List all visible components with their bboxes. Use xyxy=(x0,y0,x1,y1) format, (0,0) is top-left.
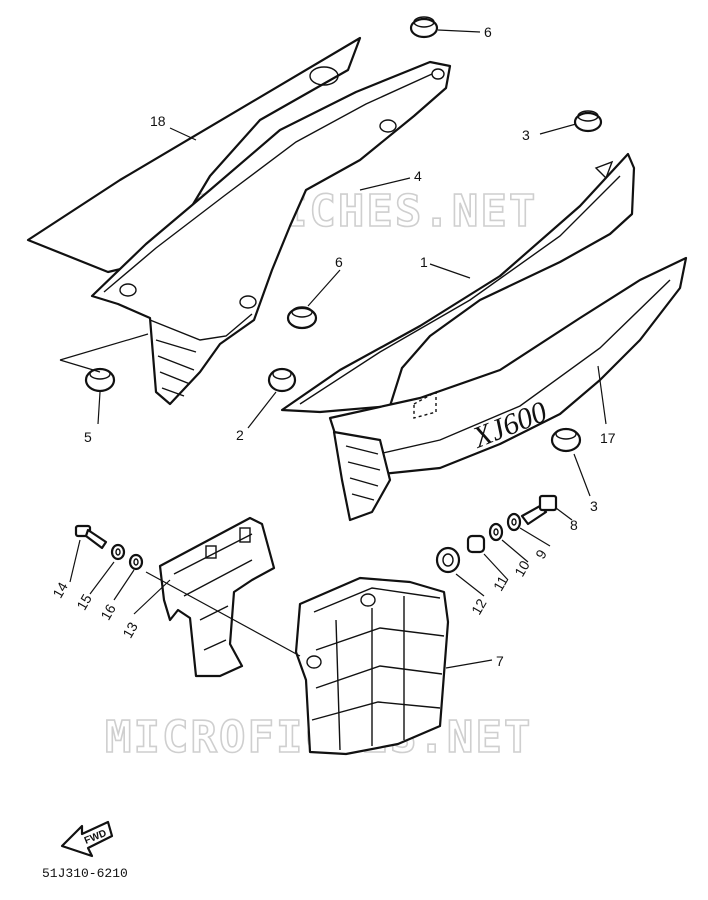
mounting-bracket xyxy=(158,516,276,678)
collar-small xyxy=(466,534,486,554)
callout-label: 1 xyxy=(420,254,428,270)
callout-label: 18 xyxy=(150,113,166,129)
grommet-right-bottom xyxy=(550,427,582,453)
callout-label: 11 xyxy=(490,573,511,594)
callout-label: 7 xyxy=(496,653,504,669)
callout-label: 16 xyxy=(97,601,119,623)
callout-label: 8 xyxy=(570,517,578,533)
callout-label: 4 xyxy=(414,168,422,184)
callout-label: 3 xyxy=(590,498,598,514)
callout-label: 9 xyxy=(532,547,550,562)
diagram-code: 51J310-6210 xyxy=(42,866,128,881)
callout-label: 15 xyxy=(73,591,95,613)
callout-label: 6 xyxy=(335,254,343,270)
leader-lines xyxy=(59,29,607,669)
right-side-cover xyxy=(280,152,636,414)
callout-label: 2 xyxy=(236,427,244,443)
grommet-center xyxy=(267,367,297,393)
bolt-right xyxy=(520,494,558,526)
callout-label: 5 xyxy=(84,429,92,445)
callout-labels: 6 18 4 3 1 6 5 2 17 3 8 9 10 11 12 7 14 … xyxy=(49,24,616,669)
bolt-left xyxy=(74,524,108,550)
callout-label: 17 xyxy=(600,430,616,446)
grommet-top xyxy=(409,16,439,39)
forward-arrow-icon: FWD xyxy=(60,820,114,858)
left-side-cover xyxy=(90,60,452,406)
grommet-left xyxy=(84,367,116,393)
battery-box xyxy=(294,576,450,756)
washer-right-a xyxy=(488,522,504,542)
washer-left-a xyxy=(110,543,126,561)
collar-large xyxy=(435,546,461,574)
washer-right-b xyxy=(506,512,522,532)
grommet-right-top xyxy=(573,110,603,133)
callout-label: 6 xyxy=(484,24,492,40)
callout-label: 12 xyxy=(468,596,490,618)
callout-label: 14 xyxy=(49,579,71,601)
washer-left-b xyxy=(128,553,144,571)
callout-label: 10 xyxy=(511,558,533,580)
grommet-middle xyxy=(286,306,318,330)
callout-label: 3 xyxy=(522,127,530,143)
callout-label: 13 xyxy=(119,619,141,641)
